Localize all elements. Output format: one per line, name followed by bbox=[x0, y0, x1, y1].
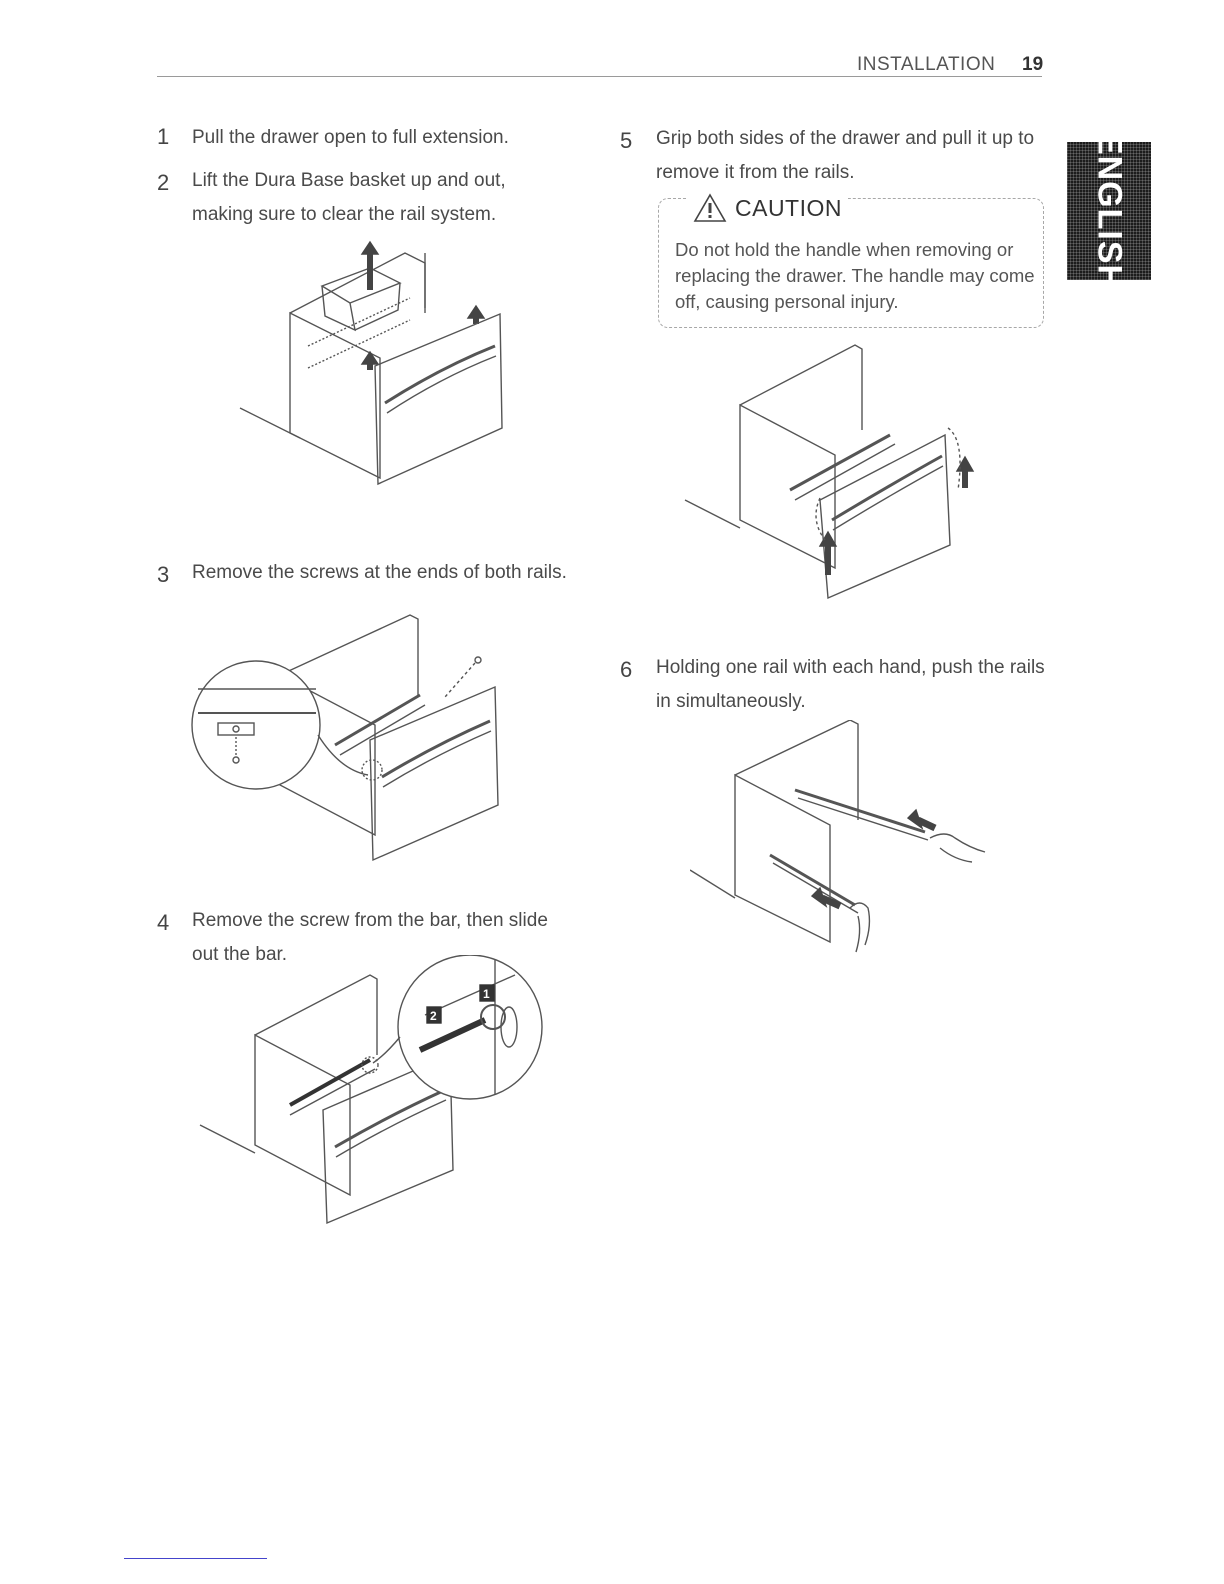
step-4-number: 4 bbox=[157, 910, 170, 935]
step-4-text: Remove the screw from the bar, then slid… bbox=[192, 910, 548, 965]
language-tab: ENGLISH bbox=[1067, 132, 1151, 290]
step-6-text: Holding one rail with each hand, push th… bbox=[656, 657, 1045, 712]
figure-remove-rail-screws bbox=[190, 605, 520, 865]
step-3-number: 3 bbox=[157, 562, 170, 587]
step-5-text: Grip both sides of the drawer and pull i… bbox=[656, 128, 1035, 183]
step-2-text: Lift the Dura Base basket up and out, ma… bbox=[192, 170, 506, 225]
step4-marker-2: 2 bbox=[430, 1009, 437, 1023]
language-tab-label: ENGLISH bbox=[1090, 131, 1129, 291]
figure-remove-bar: 1 2 bbox=[195, 955, 550, 1225]
caution-text: Do not hold the handle when removing or … bbox=[675, 239, 1035, 312]
caution-header: CAUTION bbox=[687, 193, 848, 223]
figure-lift-drawer bbox=[680, 340, 990, 605]
page-number: 19 bbox=[1022, 54, 1044, 75]
step-2-number: 2 bbox=[157, 170, 170, 195]
step-3-text: Remove the screws at the ends of both ra… bbox=[192, 562, 567, 583]
footer-link-underline bbox=[124, 1558, 267, 1559]
caution-box: CAUTION Do not hold the handle when remo… bbox=[658, 193, 1044, 328]
figure-basket-removal bbox=[230, 238, 530, 498]
header-divider bbox=[157, 76, 1042, 77]
caution-title: CAUTION bbox=[735, 194, 842, 221]
step-1-number: 1 bbox=[157, 124, 170, 149]
step4-marker-1: 1 bbox=[483, 987, 490, 1001]
figure-push-rails bbox=[690, 720, 1000, 960]
step-5-number: 5 bbox=[620, 128, 633, 153]
warning-triangle-icon bbox=[693, 193, 727, 222]
step-1-text: Pull the drawer open to full extension. bbox=[192, 127, 509, 148]
section-title: INSTALLATION bbox=[857, 54, 996, 75]
step-6-number: 6 bbox=[620, 657, 633, 682]
